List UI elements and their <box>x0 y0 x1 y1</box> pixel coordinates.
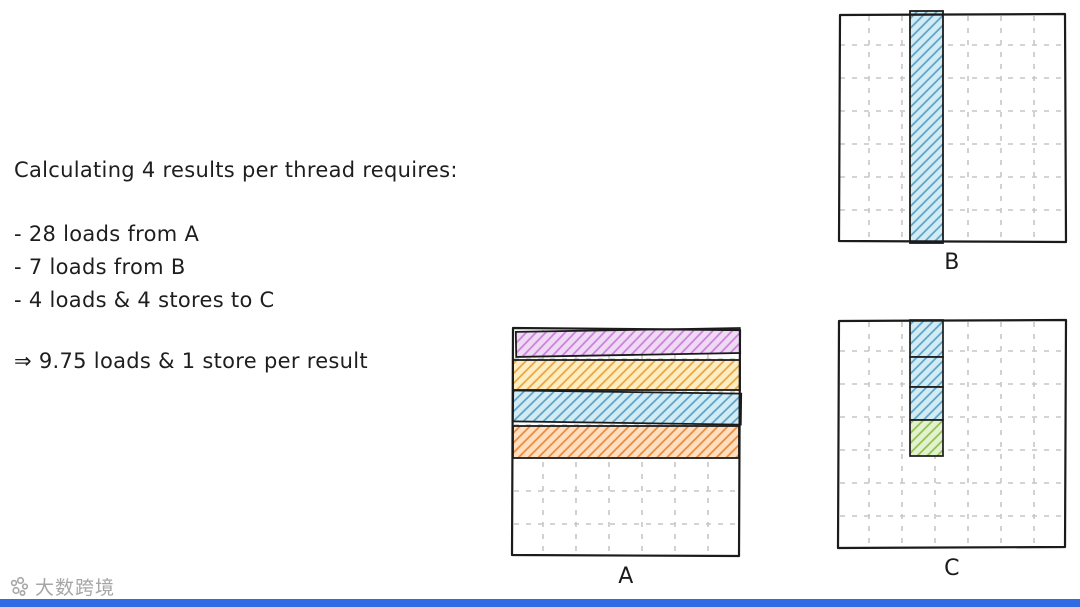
notes-bullet-loads-stores-c: - 4 loads & 4 stores to C <box>14 288 275 312</box>
matrix-b-gridlines <box>840 16 1064 240</box>
matrix-a-row-yellow <box>512 359 741 391</box>
matrix-a-label: A <box>618 564 634 589</box>
matrix-c-label: C <box>944 556 960 581</box>
matrix-c-gridlines <box>840 322 1064 546</box>
matrix-a: A <box>510 326 743 589</box>
matrix-c-figure <box>836 318 1068 550</box>
bottom-bar <box>0 599 1080 607</box>
notes-bullet-loads-a: - 28 loads from A <box>14 222 200 246</box>
watermark-logo-icon <box>10 576 29 596</box>
matrix-c-cell-green <box>909 419 944 457</box>
notes-block: Calculating 4 results per thread require… <box>14 158 458 373</box>
matrix-c: C <box>836 318 1068 581</box>
matrix-a-row-orange <box>512 425 740 459</box>
watermark-text: 大数跨境 <box>35 577 116 599</box>
matrix-b: B <box>836 10 1068 275</box>
matrix-b-figure <box>837 10 1068 244</box>
matrix-c-cell-blue-2 <box>909 356 944 388</box>
matrix-b-highlight-column <box>909 10 944 244</box>
notes-bullet-loads-b: - 7 loads from B <box>14 255 186 279</box>
matrix-c-cell-blue-1 <box>909 319 944 358</box>
matrix-a-frame <box>510 326 742 558</box>
notes-conclusion: ⇒ 9.75 loads & 1 store per result <box>14 349 368 373</box>
matrix-a-row-purple <box>514 327 742 358</box>
matrix-b-label: B <box>944 250 960 275</box>
matrix-c-frame <box>836 318 1068 550</box>
notes-intro: Calculating 4 results per thread require… <box>14 158 458 182</box>
matrix-a-figure <box>510 326 743 558</box>
watermark: 大数跨境 <box>8 573 115 600</box>
matrix-b-frame <box>837 12 1068 244</box>
matrix-c-cell-blue-3 <box>909 386 944 421</box>
matrix-a-row-blue <box>511 389 743 426</box>
